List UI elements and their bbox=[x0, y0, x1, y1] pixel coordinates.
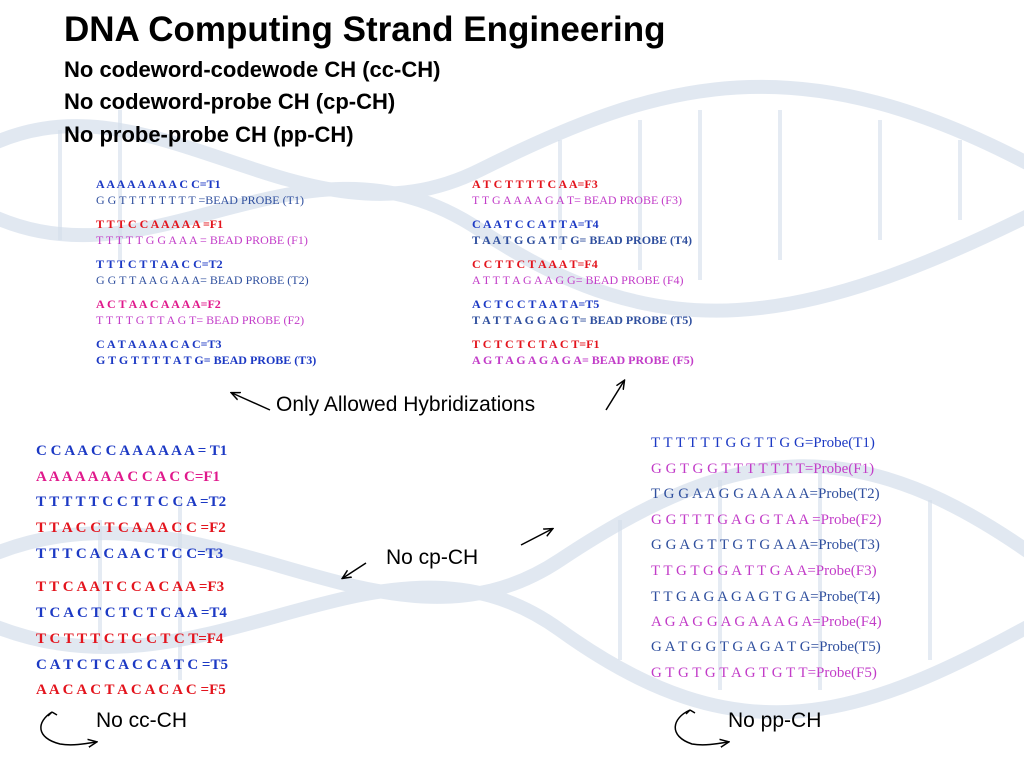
strand-text: A C T A A C A A A A=F2 bbox=[96, 297, 221, 311]
probe-row: G A T G G T G A G A T G=Probe(T5) bbox=[651, 639, 881, 655]
strand-text: A C T C C T A A T A=T5 bbox=[472, 297, 600, 311]
strand-text: T T T C C A A A A A =F1 bbox=[96, 217, 224, 231]
probe-row: T G G A A G G A A A A A=Probe(T2) bbox=[651, 486, 880, 502]
page-title: DNA Computing Strand Engineering bbox=[64, 10, 666, 49]
allowed-pair-t3: C A T A A A A C A C=T3 G T G T T T T A T… bbox=[96, 336, 316, 368]
allowed-pair-f3: A T C T T T T C A A=F3 T T G A A A A G A… bbox=[472, 176, 682, 208]
subtitle-cp: No codeword-probe CH (cp-CH) bbox=[64, 89, 396, 114]
probe-text: A T T T A G A A G G= BEAD PROBE (F4) bbox=[472, 273, 684, 287]
strand-text: C C T T C T A A A T=F4 bbox=[472, 257, 598, 271]
probe-text: G G T T A A G A A A= BEAD PROBE (T2) bbox=[96, 273, 309, 287]
allowed-pair-f5: T C T C T C T A C T=F1 A G T A G A G A G… bbox=[472, 336, 694, 368]
allowed-pair-t2: T T T C T T A A C C=T2 G G T T A A G A A… bbox=[96, 256, 309, 288]
probe-row: G T G T G T A G T G T T=Probe(F5) bbox=[651, 665, 877, 681]
probe-text: T A T T A G G A G T= BEAD PROBE (T5) bbox=[472, 313, 693, 327]
strand-text: C A T A A A A C A C=T3 bbox=[96, 337, 222, 351]
codeword-row: T T T C A C A A C T C C=T3 bbox=[36, 546, 224, 562]
probe-text: G G T T T T T T T T =BEAD PROBE (T1) bbox=[96, 193, 304, 207]
codeword-row: C A T C T C A C C A T C =T5 bbox=[36, 657, 228, 673]
probe-row: G G A G T T G T G A A A=Probe(T3) bbox=[651, 537, 880, 553]
codeword-row: C C A A C C A A A A A A = T1 bbox=[36, 443, 228, 459]
codeword-row: T C T T T C T C C T C T=F4 bbox=[36, 631, 224, 647]
strand-text: T T T C T T A A C C=T2 bbox=[96, 257, 223, 271]
codeword-row: T C A C T C T C T C A A =T4 bbox=[36, 605, 227, 621]
strand-text: T C T C T C T A C T=F1 bbox=[472, 337, 600, 351]
allowed-pair-f4: C C T T C T A A A T=F4 A T T T A G A A G… bbox=[472, 256, 684, 288]
codeword-row: A A C A C T A C A C A C =F5 bbox=[36, 682, 226, 698]
no-pp-ch-label: No pp-CH bbox=[728, 709, 822, 732]
codeword-row: T T T T T C C T T C C A =T2 bbox=[36, 494, 227, 510]
probe-row: T T G A G A G A G T G A=Probe(T4) bbox=[651, 589, 881, 605]
subtitle-cc: No codeword-codewode CH (cc-CH) bbox=[64, 57, 441, 82]
probe-row: T T T T T T G G T T G G=Probe(T1) bbox=[651, 435, 875, 451]
probe-row: G G T T T G A G G T A A =Probe(F2) bbox=[651, 512, 882, 528]
no-cp-ch-label: No cp-CH bbox=[386, 546, 479, 569]
strand-text: C A A T C C A T T A=T4 bbox=[472, 217, 599, 231]
probe-row: G G T G G T T T T T T T=Probe(F1) bbox=[651, 461, 875, 477]
allowed-pair-f1: T T T C C A A A A A =F1 T T T T T G G A … bbox=[96, 216, 308, 248]
allowed-hybridizations-label: Only Allowed Hybridizations bbox=[276, 393, 536, 416]
allowed-pair-t5: A C T C C T A A T A=T5 T A T T A G G A G… bbox=[472, 296, 692, 328]
no-cc-ch-label: No cc-CH bbox=[96, 709, 188, 732]
probe-row: T T G T G G A T T G A A=Probe(F3) bbox=[651, 563, 877, 579]
subtitle-pp: No probe-probe CH (pp-CH) bbox=[64, 122, 354, 147]
allowed-pair-t1: A A A A A A A A C C=T1 G G T T T T T T T… bbox=[96, 176, 304, 208]
codeword-row: A A A A A A A C C A C C=F1 bbox=[36, 469, 221, 485]
allowed-pair-t4: C A A T C C A T T A=T4 T A A T G G A T T… bbox=[472, 216, 692, 248]
probe-text: A G T A G A G A G A= BEAD PROBE (F5) bbox=[472, 353, 694, 367]
probe-text: T T T T G T T A G T= BEAD PROBE (F2) bbox=[96, 313, 305, 327]
probe-text: T T T T T G G A A A = BEAD PROBE (F1) bbox=[96, 233, 308, 247]
probe-text: T A A T G G A T T G= BEAD PROBE (T4) bbox=[472, 233, 693, 247]
strand-text: A T C T T T T C A A=F3 bbox=[472, 177, 598, 191]
codeword-row: T T C A A T C C A C A A =F3 bbox=[36, 579, 225, 595]
probe-text: G T G T T T T A T G= BEAD PROBE (T3) bbox=[96, 353, 317, 367]
strand-text: A A A A A A A A C C=T1 bbox=[96, 177, 221, 191]
codeword-row: T T A C C T C A A A C C =F2 bbox=[36, 520, 226, 536]
probe-row: A G A G G A G A A A G A=Probe(F4) bbox=[651, 614, 882, 630]
allowed-pair-f2: A C T A A C A A A A=F2 T T T T G T T A G… bbox=[96, 296, 304, 328]
probe-text: T T G A A A A G A T= BEAD PROBE (F3) bbox=[472, 193, 682, 207]
